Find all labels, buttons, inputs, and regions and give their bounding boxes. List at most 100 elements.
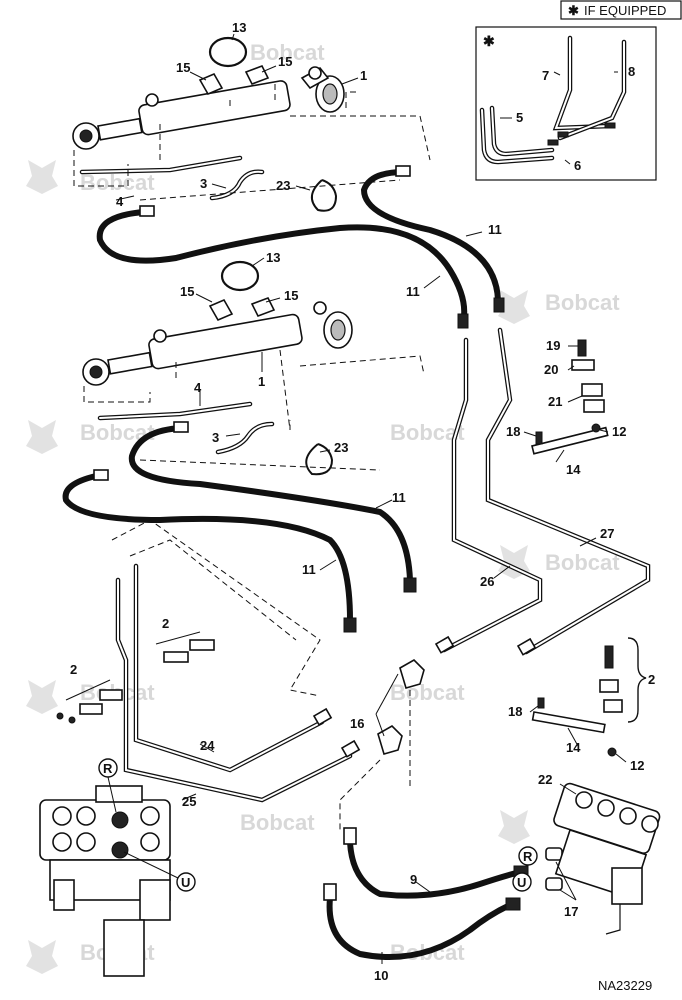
clamp-13-upper bbox=[208, 36, 248, 68]
clamp-halves-15-lower bbox=[208, 296, 276, 322]
svg-text:U: U bbox=[517, 875, 526, 890]
callout-2: 2 bbox=[70, 662, 77, 677]
clamp-halves-15-upper bbox=[198, 64, 270, 96]
tube-line-8 bbox=[557, 39, 627, 141]
clamp-set-right bbox=[531, 645, 623, 757]
callout-15: 15 bbox=[278, 54, 292, 69]
watermark-text: Bobcat bbox=[240, 810, 315, 835]
watermark-text: Bobcat bbox=[545, 290, 620, 315]
callout-12: 12 bbox=[612, 424, 626, 439]
hose-10 bbox=[323, 883, 521, 960]
legend-symbol: ✱ bbox=[568, 3, 579, 18]
callout-2: 2 bbox=[648, 672, 655, 687]
hose-end-fitting bbox=[139, 205, 155, 217]
callout-21: 21 bbox=[548, 394, 562, 409]
callout-13: 13 bbox=[266, 250, 280, 265]
strap-23-upper bbox=[311, 179, 338, 212]
bracket-group-upper-right bbox=[531, 339, 609, 455]
svg-text:R: R bbox=[103, 761, 113, 776]
callout-25: 25 bbox=[182, 794, 196, 809]
callout-12: 12 bbox=[630, 758, 644, 773]
callout-11: 11 bbox=[406, 284, 420, 299]
hose-11-upper bbox=[96, 165, 505, 329]
callout-11: 11 bbox=[392, 490, 406, 505]
svg-text:R: R bbox=[523, 849, 533, 864]
hose-end-fitting bbox=[505, 897, 521, 911]
tube-end-fitting bbox=[340, 739, 361, 758]
fitting-6c bbox=[604, 122, 616, 129]
watermark-text: Bobcat bbox=[390, 680, 465, 705]
callout-15: 15 bbox=[284, 288, 298, 303]
hose-end-fitting bbox=[173, 421, 189, 433]
hose-end-fitting bbox=[343, 827, 357, 845]
tube-end-fitting bbox=[312, 707, 333, 726]
callout-23: 23 bbox=[276, 178, 290, 193]
tube-end-fitting bbox=[434, 635, 455, 654]
callout-1: 1 bbox=[360, 68, 367, 83]
legend-text: IF EQUIPPED bbox=[584, 3, 666, 18]
tube-3-lower bbox=[215, 421, 275, 455]
callout-19: 19 bbox=[546, 338, 560, 353]
callout-2: 2 bbox=[162, 616, 169, 631]
callout-14: 14 bbox=[566, 740, 581, 755]
callout-22: 22 bbox=[538, 772, 552, 787]
port-marker-r-right: R bbox=[518, 846, 538, 866]
callout-3: 3 bbox=[200, 176, 207, 191]
hose-end-fitting bbox=[93, 469, 109, 481]
callout-9: 9 bbox=[410, 872, 417, 887]
callout-14: 14 bbox=[566, 462, 581, 477]
watermark-text: Bobcat bbox=[80, 170, 155, 195]
hose-end-fitting bbox=[323, 883, 337, 901]
hose-9 bbox=[343, 827, 529, 899]
callout-15: 15 bbox=[176, 60, 190, 75]
inset-symbol: ✱ bbox=[483, 33, 495, 49]
control-valve-left bbox=[39, 785, 171, 977]
tube-4-upper bbox=[79, 155, 243, 175]
callout-labels: 13 15 15 1 3 4 23 11 11 13 15 15 1 4 3 2… bbox=[70, 20, 655, 983]
callout-1: 1 bbox=[258, 374, 265, 389]
callout-3: 3 bbox=[212, 430, 219, 445]
callout-11: 11 bbox=[302, 562, 316, 577]
control-valve-right bbox=[553, 782, 661, 935]
callout-7: 7 bbox=[542, 68, 549, 83]
callout-17: 17 bbox=[564, 904, 578, 919]
adapter-fittings-17 bbox=[545, 847, 563, 891]
tube-24 bbox=[133, 563, 325, 773]
hose-end-fitting bbox=[403, 577, 417, 593]
hose-end-fitting bbox=[343, 617, 357, 633]
strap-23-lower bbox=[305, 443, 334, 476]
callout-11: 11 bbox=[488, 222, 502, 237]
callout-23: 23 bbox=[334, 440, 348, 455]
fitting-6 bbox=[547, 139, 559, 146]
tube-25 bbox=[115, 577, 353, 803]
hose-end-fitting bbox=[493, 297, 505, 313]
callout-8: 8 bbox=[628, 64, 635, 79]
svg-text:U: U bbox=[181, 875, 190, 890]
tube-27 bbox=[485, 327, 651, 655]
port-marker-u-left: U bbox=[123, 851, 196, 892]
callout-6: 6 bbox=[574, 158, 581, 173]
callout-20: 20 bbox=[544, 362, 558, 377]
tube-3-upper bbox=[209, 169, 265, 201]
callout-16: 16 bbox=[350, 716, 364, 731]
elbow-fitting-16 bbox=[377, 659, 425, 755]
port-marker-r-left: R bbox=[98, 758, 118, 813]
callout-18: 18 bbox=[506, 424, 520, 439]
callout-27: 27 bbox=[600, 526, 614, 541]
lower-cylinder bbox=[82, 301, 353, 386]
port-marker-u-right: U bbox=[512, 872, 532, 892]
callout-5: 5 bbox=[516, 110, 523, 125]
tube-26 bbox=[441, 337, 543, 653]
fitting-6b bbox=[557, 131, 569, 138]
watermark-group: Bobcat Bobcat Bobcat Bobcat Bobcat Bobca… bbox=[26, 40, 620, 974]
callout-15: 15 bbox=[180, 284, 194, 299]
callout-4: 4 bbox=[116, 194, 124, 209]
brace-group-2 bbox=[627, 637, 647, 723]
callout-26: 26 bbox=[480, 574, 494, 589]
tube-line-7 bbox=[552, 35, 613, 131]
watermark-text: Bobcat bbox=[250, 40, 325, 65]
drawing-number: NA23229 bbox=[598, 978, 652, 993]
legend-if-equipped: ✱ IF EQUIPPED bbox=[560, 0, 682, 20]
